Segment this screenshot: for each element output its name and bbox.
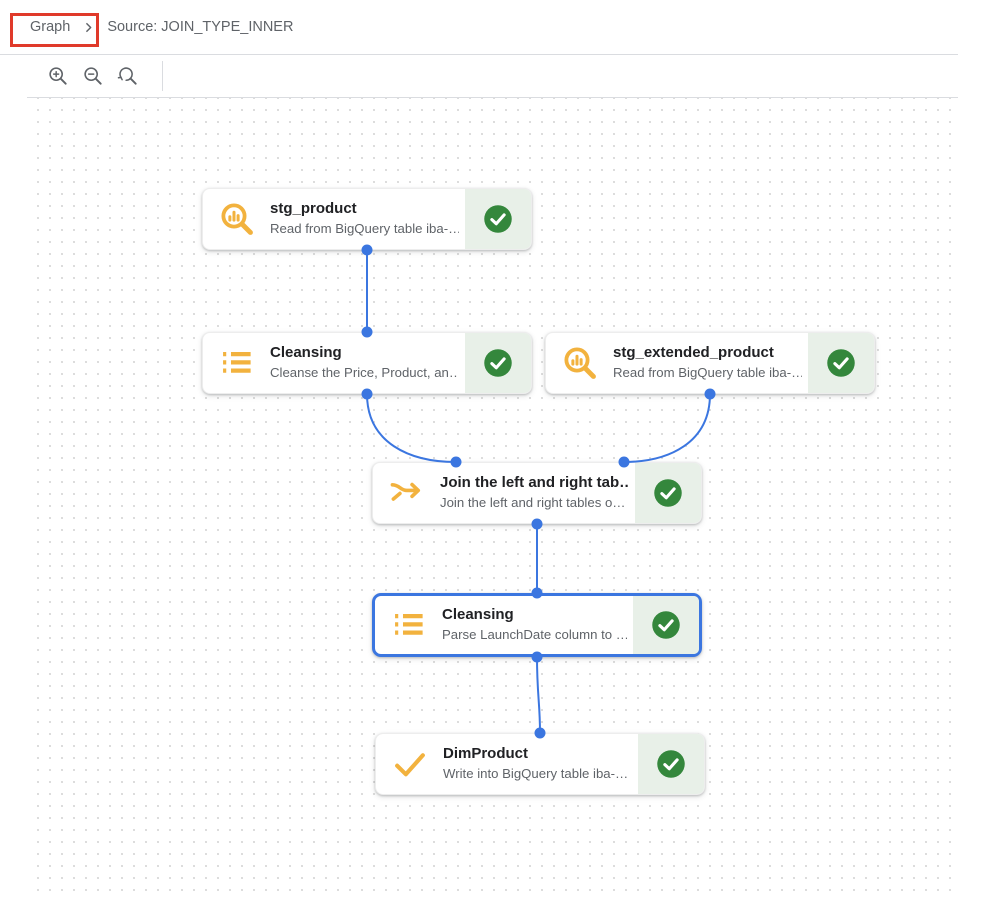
edge-cleansing_2-to-dim_product bbox=[536, 656, 541, 734]
connection-port-dot[interactable] bbox=[534, 727, 546, 739]
connection-port-dot[interactable] bbox=[361, 388, 373, 400]
edge-cleansing_1-to-join bbox=[366, 393, 457, 463]
pipeline-node-cleansing_2[interactable]: Cleansing Parse LaunchDate column to … bbox=[372, 593, 702, 657]
zoom-out-icon bbox=[84, 67, 102, 85]
node-text: Cleansing Cleanse the Price, Product, an… bbox=[270, 344, 465, 381]
breadcrumb: Graph Source: JOIN_TYPE_INNER bbox=[0, 0, 992, 54]
connection-port-dot[interactable] bbox=[361, 244, 373, 256]
success-check-icon bbox=[653, 478, 683, 508]
node-subtitle: Read from BigQuery table iba-… bbox=[270, 221, 459, 237]
toolbar-divider bbox=[162, 61, 163, 91]
node-subtitle: Write into BigQuery table iba-… bbox=[443, 766, 629, 782]
breadcrumb-item-source: Source: JOIN_TYPE_INNER bbox=[107, 19, 294, 35]
node-text: Cleansing Parse LaunchDate column to … bbox=[442, 606, 633, 643]
node-status-panel bbox=[635, 463, 701, 523]
connection-port-dot[interactable] bbox=[618, 456, 630, 468]
node-subtitle: Join the left and right tables o… bbox=[440, 495, 626, 511]
breadcrumb-item-graph[interactable]: Graph bbox=[30, 19, 71, 35]
success-check-icon bbox=[656, 749, 686, 779]
node-title: Cleansing bbox=[270, 344, 342, 362]
node-title: stg_product bbox=[270, 200, 357, 218]
node-status-panel bbox=[465, 189, 531, 249]
pipeline-node-stg_product[interactable]: stg_product Read from BigQuery table iba… bbox=[202, 188, 532, 250]
node-text: stg_product Read from BigQuery table iba… bbox=[270, 200, 465, 237]
node-status-panel bbox=[633, 596, 699, 654]
zoom-out-button[interactable] bbox=[80, 63, 106, 89]
connection-port-dot[interactable] bbox=[450, 456, 462, 468]
node-title: Join the left and right tab… bbox=[440, 474, 629, 492]
node-subtitle: Cleanse the Price, Product, an… bbox=[270, 365, 459, 381]
node-status-panel bbox=[465, 333, 531, 393]
header-divider bbox=[0, 54, 958, 55]
zoom-in-icon bbox=[49, 67, 67, 85]
join-icon bbox=[388, 474, 426, 512]
zoom-reset-button[interactable] bbox=[115, 63, 141, 89]
chevron-right-icon bbox=[82, 21, 95, 34]
node-title: DimProduct bbox=[443, 745, 529, 763]
connection-port-dot[interactable] bbox=[531, 651, 543, 663]
node-subtitle: Parse LaunchDate column to … bbox=[442, 627, 627, 643]
node-status-panel bbox=[638, 734, 704, 794]
connection-port-dot[interactable] bbox=[361, 326, 373, 338]
cleansing-list-icon bbox=[390, 606, 428, 644]
node-text: DimProduct Write into BigQuery table iba… bbox=[443, 745, 638, 782]
graph-canvas[interactable]: stg_product Read from BigQuery table iba… bbox=[27, 97, 958, 891]
node-title: Cleansing bbox=[442, 606, 514, 624]
bigquery-read-icon bbox=[218, 200, 256, 238]
breadcrumb-bar: Graph Source: JOIN_TYPE_INNER bbox=[0, 0, 992, 54]
pipeline-node-stg_extended_product[interactable]: stg_extended_product Read from BigQuery … bbox=[545, 332, 875, 394]
connection-port-dot[interactable] bbox=[531, 518, 543, 530]
connection-port-dot[interactable] bbox=[531, 587, 543, 599]
node-text: stg_extended_product Read from BigQuery … bbox=[613, 344, 808, 381]
pipeline-node-cleansing_1[interactable]: Cleansing Cleanse the Price, Product, an… bbox=[202, 332, 532, 394]
pipeline-node-dim_product[interactable]: DimProduct Write into BigQuery table iba… bbox=[375, 733, 705, 795]
graph-toolbar bbox=[0, 55, 163, 97]
zoom-reset-icon bbox=[117, 67, 137, 85]
success-check-icon bbox=[826, 348, 856, 378]
write-check-icon bbox=[391, 745, 429, 783]
success-check-icon bbox=[651, 610, 681, 640]
pipeline-node-join[interactable]: Join the left and right tab… Join the le… bbox=[372, 462, 702, 524]
success-check-icon bbox=[483, 348, 513, 378]
connection-port-dot[interactable] bbox=[704, 388, 716, 400]
node-text: Join the left and right tab… Join the le… bbox=[440, 474, 635, 511]
edge-stg_extended_product-to-join bbox=[623, 393, 711, 463]
success-check-icon bbox=[483, 204, 513, 234]
node-title: stg_extended_product bbox=[613, 344, 774, 362]
zoom-in-button[interactable] bbox=[45, 63, 71, 89]
cleansing-list-icon bbox=[218, 344, 256, 382]
bigquery-read-icon bbox=[561, 344, 599, 382]
node-subtitle: Read from BigQuery table iba-… bbox=[613, 365, 802, 381]
node-status-panel bbox=[808, 333, 874, 393]
